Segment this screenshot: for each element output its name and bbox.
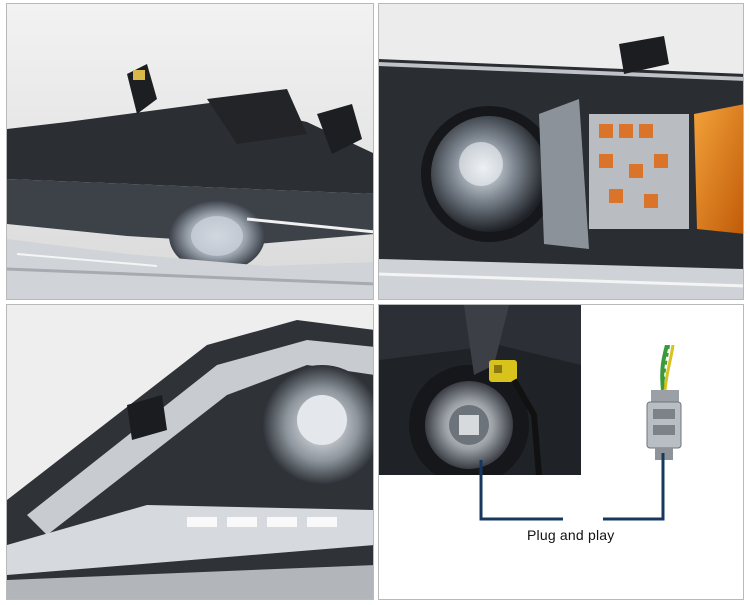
- headlamp-front-photo: [6, 304, 374, 600]
- plug-and-play-caption: Plug and play: [527, 527, 615, 543]
- socket-photo: [379, 305, 581, 475]
- headlamp-side-photo: [6, 3, 374, 300]
- wire-connector-icon: [646, 345, 682, 460]
- plug-and-play-panel: [378, 304, 744, 600]
- connection-line: [479, 453, 665, 521]
- projector-lens-photo: [378, 3, 744, 300]
